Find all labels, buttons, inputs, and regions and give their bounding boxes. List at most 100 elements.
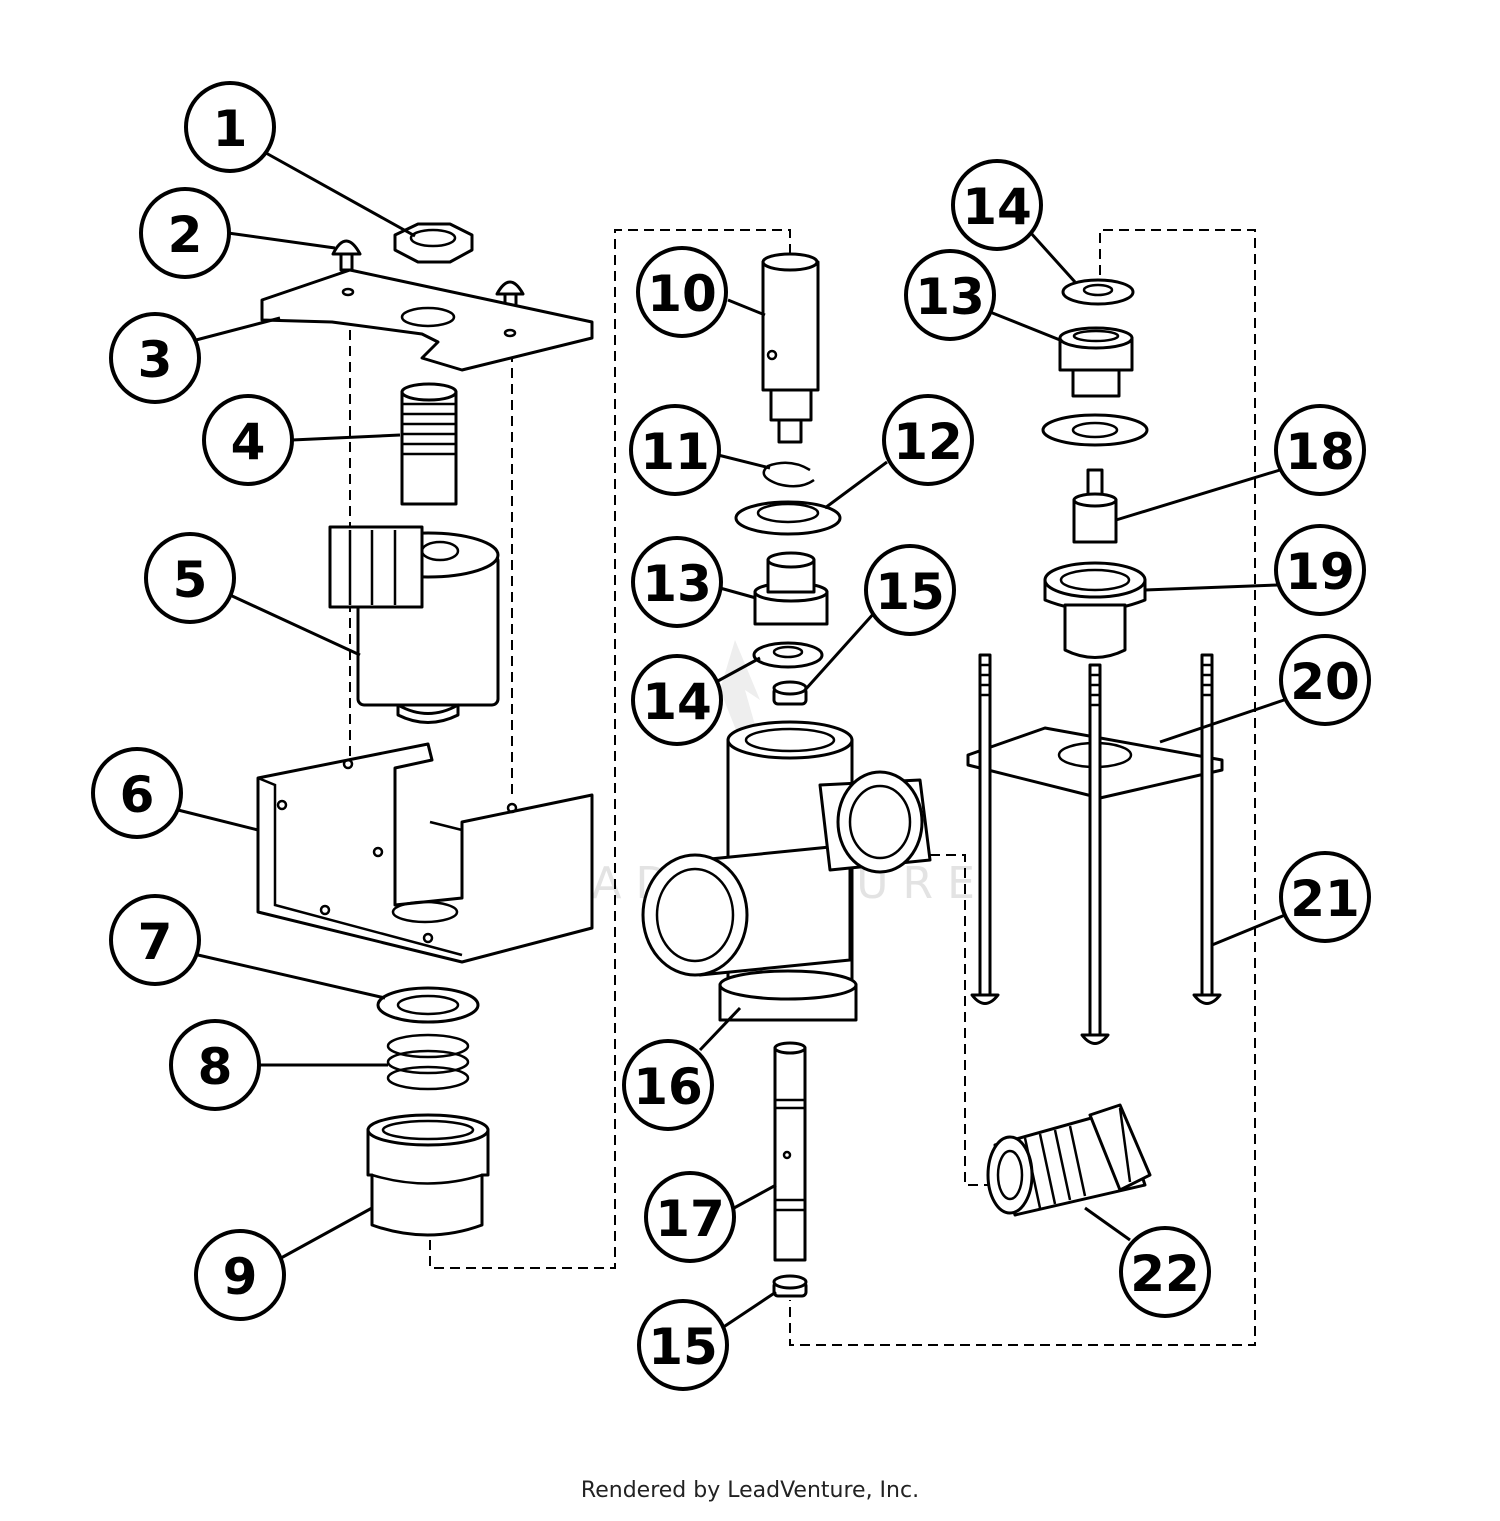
callout-10: 10 — [636, 246, 728, 338]
callout-14: 14 — [951, 159, 1043, 251]
part-21-bolts — [970, 653, 1222, 1045]
part-10-plunger — [761, 252, 820, 444]
callout-circle — [109, 312, 201, 404]
part-22-threaded-fitting — [986, 1103, 1152, 1217]
callout-15: 15 — [864, 544, 956, 636]
callout-label: 6 — [120, 766, 155, 824]
callout-label: 8 — [198, 1038, 233, 1096]
part-13-guide-right — [1058, 326, 1134, 398]
callout-9: 9 — [194, 1229, 286, 1321]
callout-circle — [184, 81, 276, 173]
part-16-valve-body — [641, 720, 932, 1022]
callout-19: 19 — [1274, 524, 1366, 616]
callout-circle — [622, 1039, 714, 1131]
callout-20: 20 — [1279, 634, 1371, 726]
callout-circle — [194, 1229, 286, 1321]
part-15-cap-upper — [772, 680, 808, 706]
callout-label: 4 — [231, 413, 266, 471]
callout-circle — [636, 246, 728, 338]
callout-circle — [144, 532, 236, 624]
part-19-seat — [1043, 561, 1147, 659]
callout-label: 11 — [640, 423, 710, 481]
callout-17: 17 — [644, 1171, 736, 1263]
callout-circle — [1119, 1226, 1211, 1318]
part-11-retaining-clip — [762, 461, 815, 488]
callout-circle — [91, 747, 183, 839]
callout-2: 2 — [139, 187, 231, 279]
callout-label: 21 — [1290, 870, 1360, 928]
callout-16: 16 — [622, 1039, 714, 1131]
footer-credit: Rendered by LeadVenture, Inc. — [580, 1478, 920, 1503]
callout-15: 15 — [637, 1299, 729, 1391]
callout-circle — [864, 544, 956, 636]
part-18-stud — [1072, 468, 1118, 544]
callout-circle — [904, 249, 996, 341]
part-7-washer — [376, 986, 480, 1024]
callout-label: 2 — [168, 206, 203, 264]
callout-label: 13 — [915, 268, 985, 326]
callout-label: 13 — [642, 555, 712, 613]
callout-label: 14 — [642, 673, 712, 731]
part-5-solenoid-coil — [328, 525, 500, 724]
callout-label: 3 — [138, 331, 173, 389]
part-6-bracket — [256, 742, 594, 964]
callout-circle — [202, 394, 294, 486]
callout-circle — [637, 1299, 729, 1391]
callout-13: 13 — [631, 536, 723, 628]
part-13-guide-left — [753, 551, 829, 626]
callout-label: 1 — [213, 100, 248, 158]
callout-1: 1 — [184, 81, 276, 173]
callout-label: 15 — [648, 1318, 718, 1376]
callout-circle — [169, 1019, 261, 1111]
callout-circle — [631, 536, 723, 628]
part-2-screws — [331, 239, 525, 312]
callout-18: 18 — [1274, 404, 1366, 496]
callout-3: 3 — [109, 312, 201, 404]
callout-circle — [644, 1171, 736, 1263]
callout-14: 14 — [631, 654, 723, 746]
part-17-stem — [773, 1041, 807, 1262]
part-14-washer-left — [752, 641, 824, 669]
callout-circle — [629, 404, 721, 496]
part-14-washer-right — [1061, 278, 1135, 306]
callout-8: 8 — [169, 1019, 261, 1111]
callout-6: 6 — [91, 747, 183, 839]
callout-label: 9 — [223, 1248, 258, 1306]
callout-label: 17 — [655, 1190, 725, 1248]
callout-label: 15 — [875, 563, 945, 621]
callout-circle — [109, 894, 201, 986]
callout-13: 13 — [904, 249, 996, 341]
callout-label: 19 — [1285, 543, 1355, 601]
callout-21: 21 — [1279, 851, 1371, 943]
callout-circle — [1274, 524, 1366, 616]
part-3-mounting-plate — [260, 268, 594, 372]
callout-label: 18 — [1285, 423, 1355, 481]
callout-label: 20 — [1290, 653, 1360, 711]
callout-circle — [1279, 634, 1371, 726]
callout-circle — [631, 654, 723, 746]
callout-label: 22 — [1130, 1245, 1200, 1303]
part-15-cap-lower — [772, 1274, 808, 1298]
callout-7: 7 — [109, 894, 201, 986]
leader-lines — [177, 146, 1286, 1330]
callout-22: 22 — [1119, 1226, 1211, 1318]
callout-label: 10 — [647, 265, 717, 323]
part-9-sleeve — [366, 1113, 490, 1237]
callout-circle — [882, 394, 974, 486]
callout-12: 12 — [882, 394, 974, 486]
callout-label: 14 — [962, 178, 1032, 236]
part-1-hex-nut — [393, 222, 474, 264]
part-12-diaphragm-left — [734, 500, 842, 536]
callout-circle — [951, 159, 1043, 251]
part-8-spring — [386, 1033, 470, 1091]
part-4-threaded-tube — [400, 382, 458, 506]
callout-circle — [139, 187, 231, 279]
part-12-diaphragm-right — [1041, 413, 1149, 447]
callout-label: 12 — [893, 413, 963, 471]
callout-circle — [1274, 404, 1366, 496]
callout-5: 5 — [144, 532, 236, 624]
callout-4: 4 — [202, 394, 294, 486]
callout-label: 7 — [138, 913, 173, 971]
